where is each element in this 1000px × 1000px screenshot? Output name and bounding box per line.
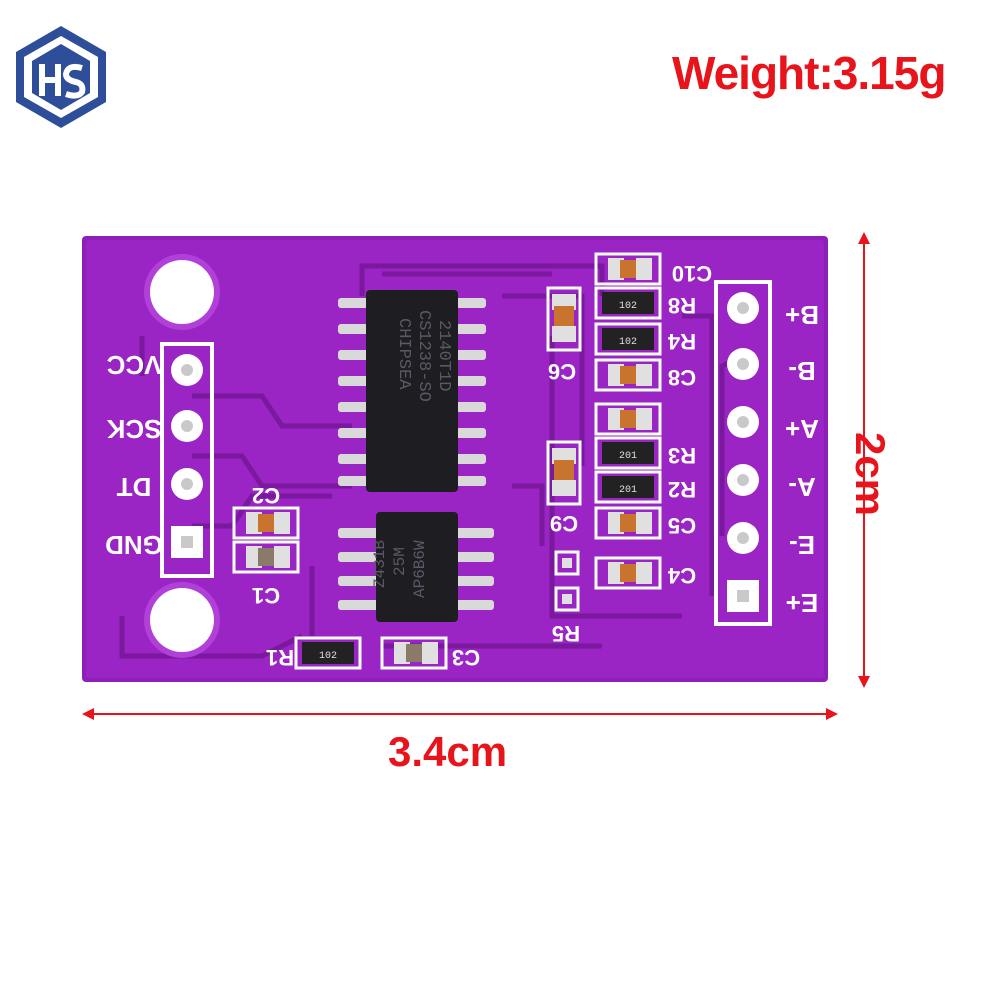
regulator-chip: Z431B 25M AP6B6W <box>338 512 494 622</box>
label-c4: C4 <box>667 563 696 588</box>
r1-mark: 102 <box>319 651 337 662</box>
hx711-pcb-board: VCC SCK DT GND B+ B- A+ A- E- E+ <box>82 236 828 682</box>
pin-label-e-plus: E+ <box>786 588 819 618</box>
label-c5: C5 <box>668 513 696 538</box>
width-label: 3.4cm <box>388 728 508 775</box>
label-r2: R2 <box>668 477 696 502</box>
label-c1: C1 <box>252 583 280 608</box>
height-dimension-arrow <box>850 230 880 690</box>
label-c3: C3 <box>452 645 480 670</box>
main-chip-mark-1: CHIPSEA <box>394 318 413 390</box>
reg-chip-mark-1: Z431B <box>371 540 389 588</box>
main-chip-mark-3: 2140T1D <box>434 320 453 391</box>
reg-chip-mark-3: AP6B6W <box>411 540 429 598</box>
pin-label-a-plus: A+ <box>785 414 819 444</box>
pin-label-dt: DT <box>117 472 152 502</box>
pin-label-e-minus: E- <box>789 530 815 560</box>
label-r4: R4 <box>667 329 696 354</box>
main-chip-mark-2: CS1238-SO <box>414 310 433 402</box>
label-r3: R3 <box>668 443 696 468</box>
label-c10: C10 <box>672 261 712 286</box>
pin-label-b-plus: B+ <box>785 300 819 330</box>
r4-mark: 102 <box>619 337 637 348</box>
pin-label-b-minus: B- <box>788 356 815 386</box>
r2-mark: 201 <box>619 485 637 496</box>
hs-brand-logo-icon <box>16 26 106 128</box>
weight-label: Weight:3.15g <box>672 47 946 99</box>
brand-logo <box>14 24 108 130</box>
label-r5: R5 <box>552 621 580 646</box>
label-c6: C6 <box>548 359 576 384</box>
pin-label-vcc: VCC <box>106 350 161 380</box>
pin-label-sck: SCK <box>106 414 161 444</box>
pin-label-a-minus: A- <box>788 472 815 502</box>
width-dimension-arrow <box>80 700 840 730</box>
label-r1: R1 <box>266 645 294 670</box>
label-c2: C2 <box>252 483 280 508</box>
reg-chip-mark-2: 25M <box>391 547 409 576</box>
label-r8: R8 <box>668 293 696 318</box>
main-chip: CHIPSEA CS1238-SO 2140T1D <box>338 290 486 492</box>
r3-mark: 201 <box>619 451 637 462</box>
height-label: 2cm <box>847 431 895 517</box>
label-c8: C8 <box>668 365 696 390</box>
label-c9: C9 <box>550 511 578 536</box>
r8-mark: 102 <box>619 301 637 312</box>
pin-label-gnd: GND <box>105 530 163 560</box>
